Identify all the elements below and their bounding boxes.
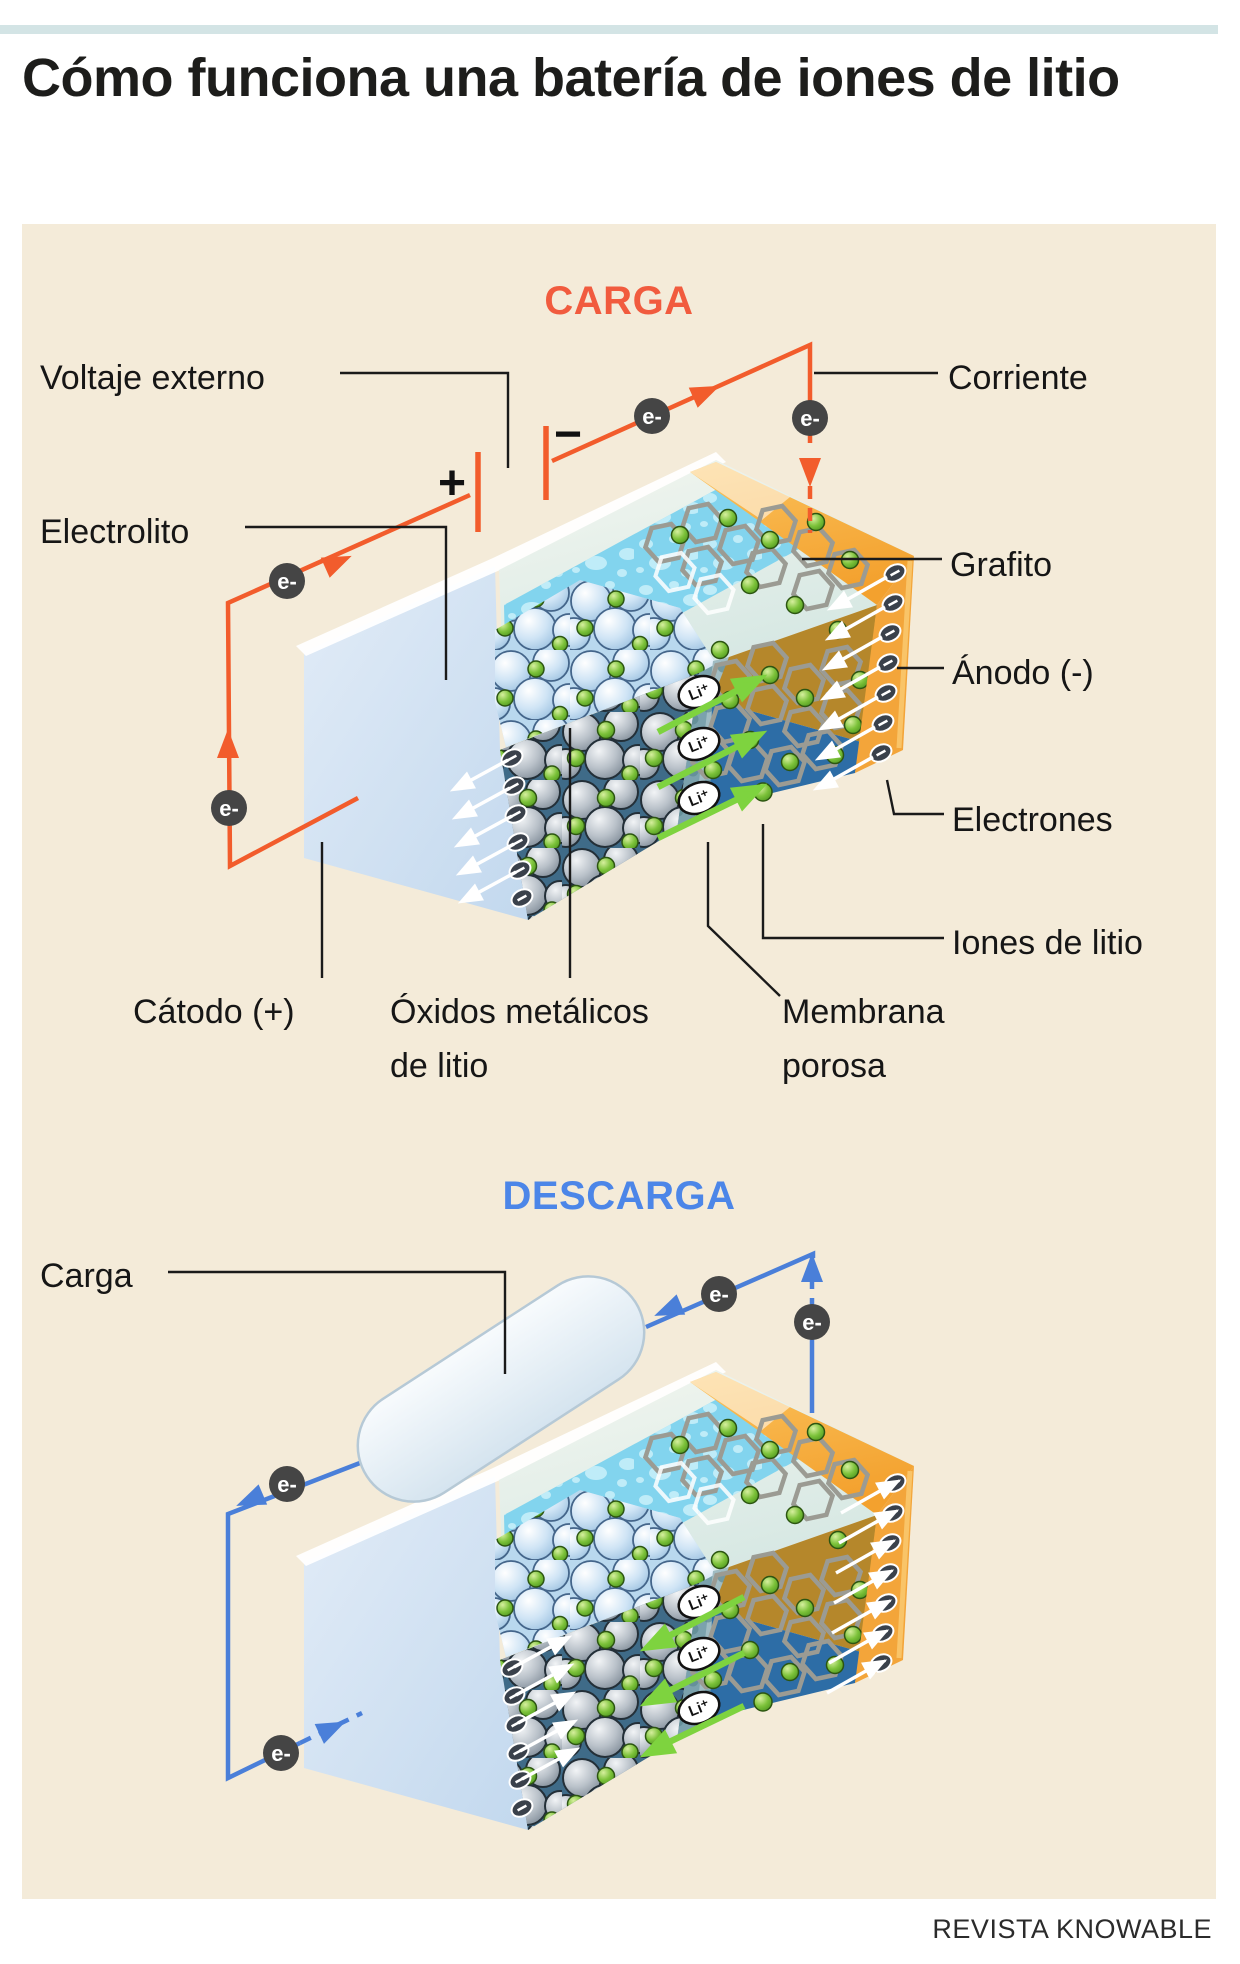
electron-badge: e- [271, 1741, 291, 1766]
electron-flow-arrows-discharge [513, 1473, 902, 1781]
electron-badge: e- [277, 569, 297, 594]
label-graphite: Grafito [950, 546, 1053, 584]
lithium-ion-badge: Li⁺ [686, 681, 712, 705]
lithium-ion-badge: Li⁺ [686, 787, 712, 811]
label-porous-membrane-line2: porosa [782, 1047, 886, 1085]
label-lithium-metal-oxides-line2: de litio [390, 1047, 489, 1085]
electron-badge: e- [802, 1310, 822, 1335]
electron-badge: e- [277, 1472, 297, 1497]
lithium-ion-badge: Li⁺ [686, 1643, 712, 1667]
discharge-section-heading: DESCARGA [502, 1174, 736, 1218]
electron-badges: e- e- e- e- e- e- e- e- [211, 398, 830, 1771]
label-porous-membrane-line1: Membrana [782, 993, 945, 1031]
electron-badge: e- [709, 1282, 729, 1307]
label-lithium-metal-oxides: Óxidos metálicos de litio [390, 985, 649, 1093]
lithium-flow-arrows-discharge [642, 1594, 746, 1762]
lithium-ion-badge: Li⁺ [686, 1591, 712, 1615]
label-anode: Ánodo (-) [952, 654, 1094, 692]
footer-credit: REVISTA KNOWABLE [932, 1914, 1212, 1944]
label-connector-lines [168, 371, 944, 1374]
electron-badge: e- [800, 406, 820, 431]
label-cathode: Cátodo (+) [133, 993, 295, 1031]
label-lithium-ions: Iones de litio [952, 924, 1143, 962]
label-external-voltage: Voltaje externo [40, 359, 265, 397]
lithium-flow-arrows-charge [656, 670, 765, 841]
label-current: Corriente [948, 359, 1088, 397]
electron-badge: e- [219, 796, 239, 821]
label-load: Carga [40, 1257, 133, 1295]
lithium-ion-badge: Li⁺ [686, 1697, 712, 1721]
lithium-ion-badge: Li⁺ [686, 733, 712, 757]
charge-battery-illustration: Li⁺ Li⁺ Li⁺ [296, 452, 914, 920]
label-electrolyte: Electrolito [40, 513, 190, 551]
electron-badge: e- [642, 404, 662, 429]
top-accent-bar [0, 25, 1218, 34]
lithium-ion-badges-discharge: Li⁺ Li⁺ Li⁺ [686, 1591, 712, 1721]
page-title: Cómo funciona una batería de iones de li… [22, 48, 1120, 108]
charge-section-heading: CARGA [544, 279, 694, 323]
label-lithium-metal-oxides-line1: Óxidos metálicos [390, 993, 649, 1031]
label-electrons: Electrones [952, 801, 1113, 839]
load-capsule [356, 1275, 646, 1503]
label-porous-membrane: Membrana porosa [782, 985, 945, 1093]
electron-flow-arrows-charge [449, 575, 888, 910]
battery-minus-sign: − [554, 408, 582, 461]
discharge-battery-illustration: Li⁺ Li⁺ Li⁺ [296, 1362, 914, 1830]
battery-plus-sign: + [438, 457, 466, 510]
lithium-ion-badges-charge: Li⁺ Li⁺ Li⁺ [686, 681, 712, 811]
